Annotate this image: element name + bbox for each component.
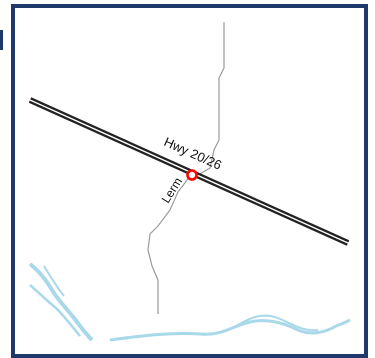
lerm-road	[147, 175, 191, 314]
river-west-upper	[28, 262, 94, 342]
river-west-branch	[43, 265, 65, 297]
river-south	[109, 318, 351, 342]
river-south-arm	[235, 314, 319, 332]
map-canvas[interactable]: Hwy 20/26 Lerm	[11, 4, 368, 358]
side-edge-mark	[0, 30, 3, 50]
lerm-road-label: Lerm	[159, 175, 185, 206]
highway-label: Hwy 20/26	[162, 134, 224, 173]
point-marker-icon[interactable]	[186, 169, 198, 181]
river-west-lower	[29, 284, 81, 337]
minor-road-north	[197, 22, 225, 176]
map-frame[interactable]: Hwy 20/26 Lerm	[11, 4, 368, 358]
